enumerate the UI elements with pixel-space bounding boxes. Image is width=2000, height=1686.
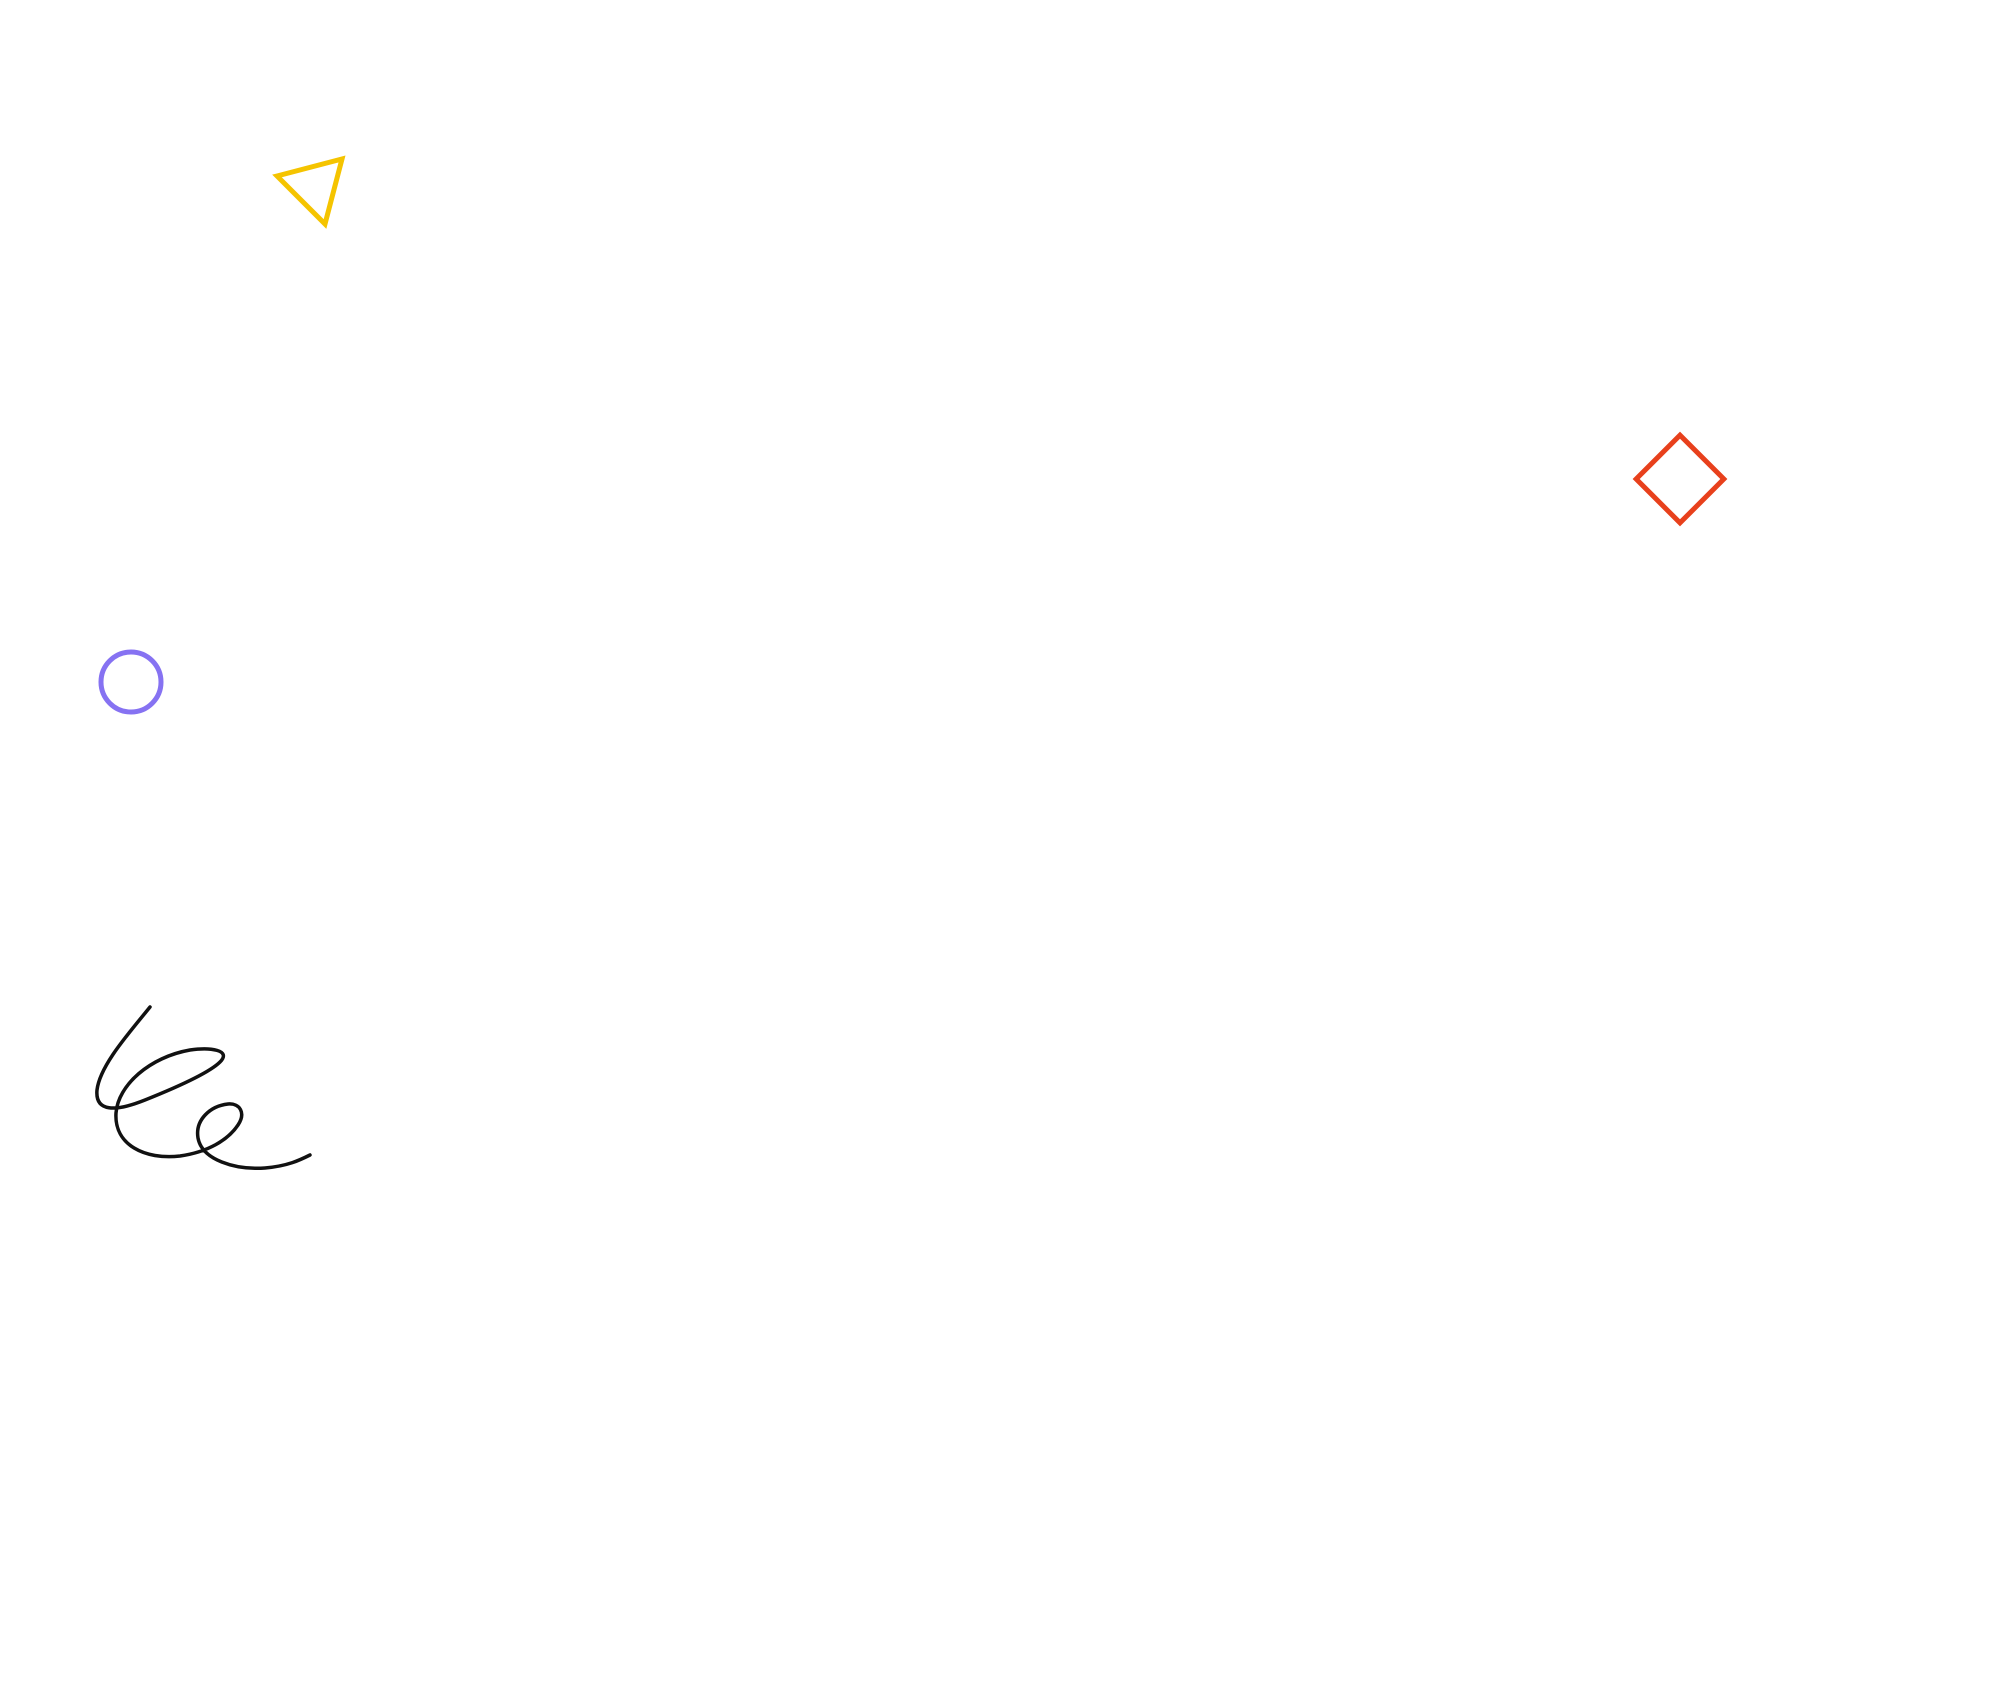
triangle-outline-icon <box>272 155 346 229</box>
circle-outline-icon <box>98 649 164 715</box>
diamond-outline-icon <box>1632 431 1728 527</box>
scribble-stroke-icon <box>95 1005 312 1170</box>
